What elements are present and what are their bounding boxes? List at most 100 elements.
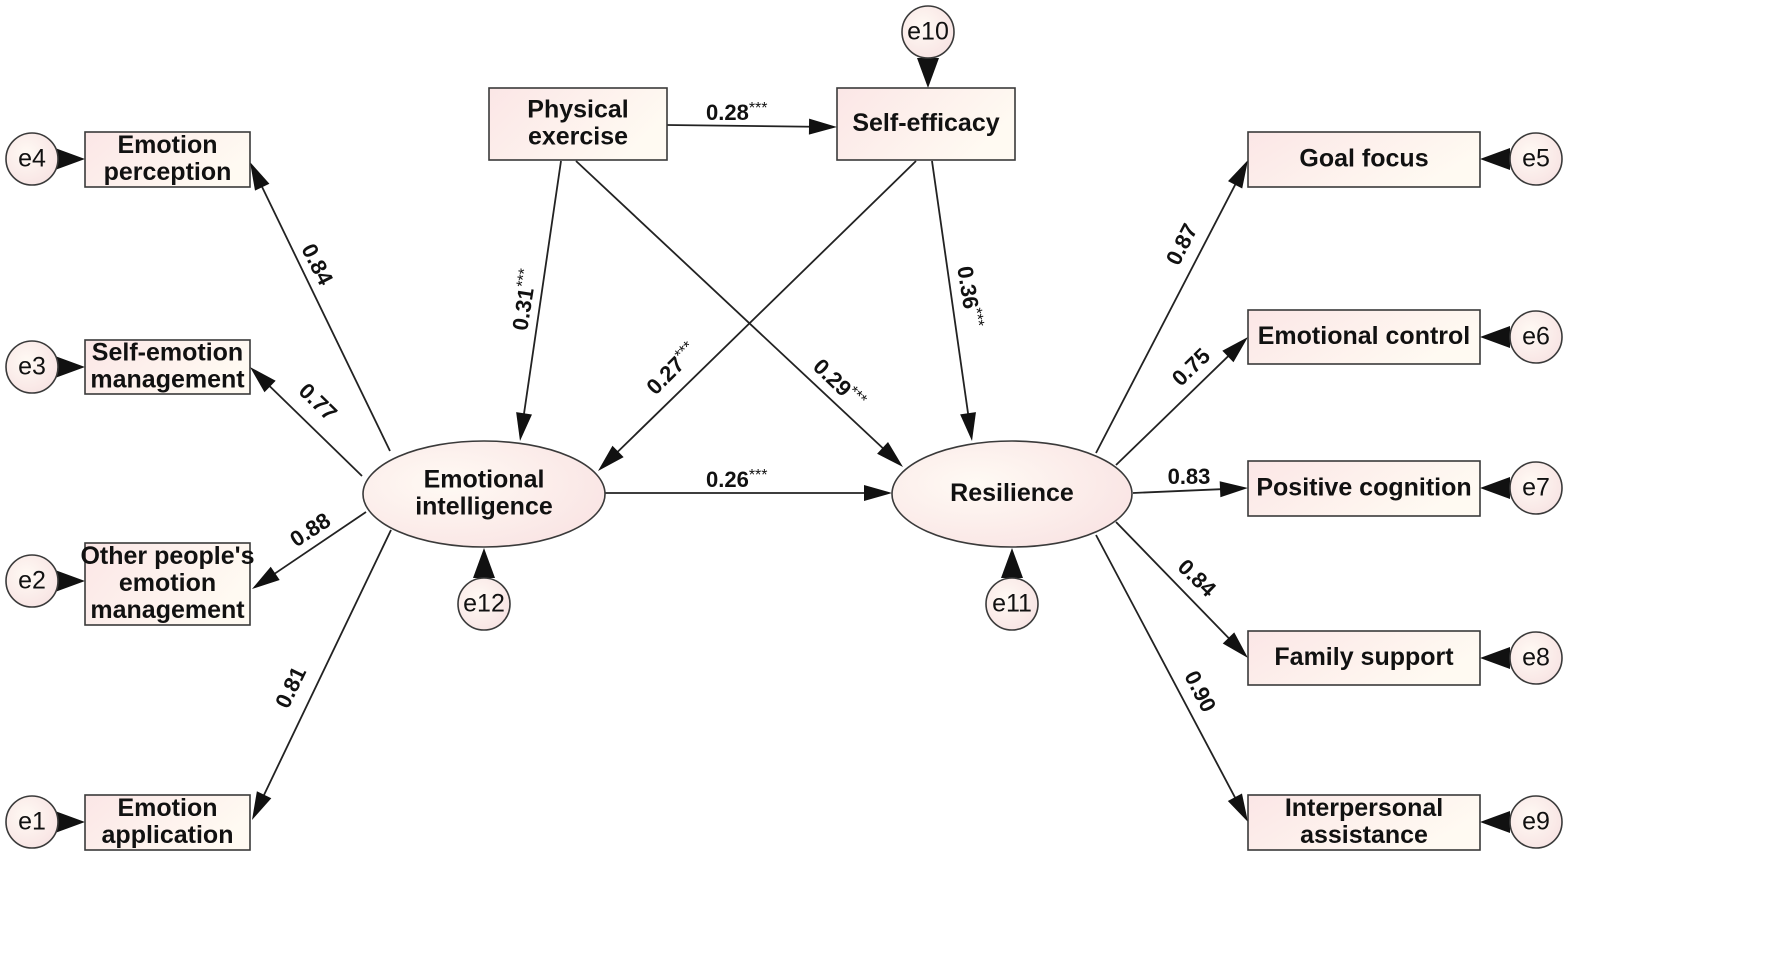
path-arrowhead-ei-ep: [250, 162, 270, 191]
coef-value-ei-oem: 0.88: [285, 507, 335, 551]
observed-variable-family-support: [1247, 630, 1481, 686]
path-line-pe-se: [666, 124, 814, 128]
observed-variable-emotion-perception: [84, 131, 251, 188]
path-coefficient-se-ei: 0.27***: [641, 338, 702, 399]
path-coefficient-pe-res: 0.29***: [808, 353, 870, 414]
error-term-e2: [5, 554, 59, 608]
node-label-resilience: Resilience: [950, 479, 1074, 507]
path-coefficient-res-pc: 0.83: [1168, 464, 1211, 489]
path-coefficient-ei-sem: 0.77: [294, 378, 342, 426]
coef-significance-pe-ei: ***: [514, 267, 534, 288]
path-arrowhead-res-pc: [1219, 481, 1248, 498]
error-arrow-e10: [917, 58, 939, 88]
path-arrowhead-res-fs: [1222, 632, 1248, 658]
error-label-e3: e3: [18, 353, 46, 381]
path-line-ei-sem: [266, 383, 363, 477]
error-label-e11: e11: [992, 590, 1032, 618]
error-arrow-e5: [1480, 148, 1510, 170]
path-coefficient-res-ia: 0.90: [1180, 666, 1222, 716]
path-line-res-pc: [1132, 488, 1225, 494]
error-arrow-e12: [473, 548, 495, 578]
error-arrow-e9: [1480, 811, 1510, 833]
path-arrowhead-ei-ea: [252, 791, 272, 820]
error-term-e9: [1509, 795, 1563, 849]
path-arrowhead-pe-res: [877, 442, 903, 467]
error-term-e1: [5, 795, 59, 849]
node-label-line: Emotional control: [1258, 322, 1471, 350]
error-label-e4: e4: [18, 145, 46, 173]
path-line-se-ei: [614, 160, 917, 455]
path-coefficient-se-res: 0.36***: [953, 264, 987, 329]
observed-variable-self-efficacy: [836, 87, 1016, 161]
path-coefficient-ei-ep: 0.84: [297, 239, 339, 289]
observed-variable-emotion-application: [84, 794, 251, 851]
node-label-line: Emotion: [118, 794, 218, 822]
path-arrowhead-ei-sem: [250, 367, 276, 393]
coef-value-ei-ep: 0.84: [297, 239, 339, 289]
error-term-e10: [901, 5, 955, 59]
path-line-res-ec: [1115, 353, 1232, 466]
path-arrowhead-pe-ei: [516, 412, 532, 441]
node-label-line: Emotion: [118, 131, 218, 159]
node-label-line: perception: [104, 158, 232, 186]
observed-variable-emotional-control: [1247, 309, 1481, 365]
path-arrowhead-ei-res: [864, 485, 892, 501]
path-coefficient-ei-res: 0.26***: [706, 467, 768, 492]
path-line-pe-res: [575, 160, 887, 452]
node-label-goal-focus: Goal focus: [1299, 144, 1428, 172]
node-label-line: Physical: [527, 95, 628, 123]
node-label-line: Other people's: [80, 542, 254, 570]
path-arrowhead-res-ia: [1227, 793, 1248, 822]
node-label-line: Family support: [1274, 643, 1454, 671]
node-label-line: Goal focus: [1299, 144, 1428, 172]
path-line-se-res: [931, 160, 970, 418]
coef-value-se-res: 0.36: [953, 264, 984, 310]
node-label-line: exercise: [528, 122, 628, 150]
path-line-res-fs: [1115, 521, 1232, 642]
node-label-line: Resilience: [950, 479, 1074, 507]
path-arrowhead-se-res: [960, 412, 976, 441]
error-label-e10: e10: [907, 18, 949, 46]
node-label-line: intelligence: [415, 492, 553, 520]
path-coefficient-pe-ei: 0.31***: [507, 267, 541, 332]
path-arrowhead-res-ec: [1222, 337, 1248, 363]
error-label-e1: e1: [18, 808, 46, 836]
error-label-e6: e6: [1522, 323, 1550, 351]
error-arrow-e3: [55, 356, 85, 378]
node-label-line: Emotional: [424, 465, 545, 493]
path-coefficient-res-ec: 0.75: [1167, 343, 1215, 391]
nodes-layer: [5, 5, 1563, 851]
error-term-e12: [457, 577, 511, 631]
path-arrowhead-res-gf: [1228, 160, 1248, 189]
observed-variable-positive-cognition: [1247, 460, 1481, 517]
coef-value-res-ia: 0.90: [1180, 666, 1222, 716]
error-term-e5: [1509, 132, 1563, 186]
observed-variable-goal-focus: [1247, 131, 1481, 188]
node-label-line: emotion: [119, 569, 216, 597]
error-arrow-e2: [55, 570, 85, 592]
error-arrow-e7: [1480, 477, 1510, 499]
path-coefficient-ei-oem: 0.88: [285, 507, 335, 551]
coef-significance-ei-res: ***: [749, 467, 768, 484]
error-term-e8: [1509, 631, 1563, 685]
coef-significance-pe-se: ***: [749, 100, 768, 117]
observed-variable-physical-exercise: [488, 87, 668, 161]
node-label-emotional-control: Emotional control: [1258, 322, 1471, 350]
node-label-line: management: [90, 365, 245, 393]
path-line-ei-ea: [261, 529, 392, 799]
path-coefficient-ei-ea: 0.81: [270, 663, 311, 712]
error-label-e2: e2: [18, 567, 46, 595]
error-arrow-e1: [55, 811, 85, 833]
error-label-e5: e5: [1522, 145, 1550, 173]
error-label-e9: e9: [1522, 808, 1550, 836]
path-line-res-gf: [1095, 180, 1238, 454]
observed-variable-interpersonal-assistance: [1247, 794, 1481, 851]
observed-variable-self-emotion-management: [84, 339, 251, 395]
